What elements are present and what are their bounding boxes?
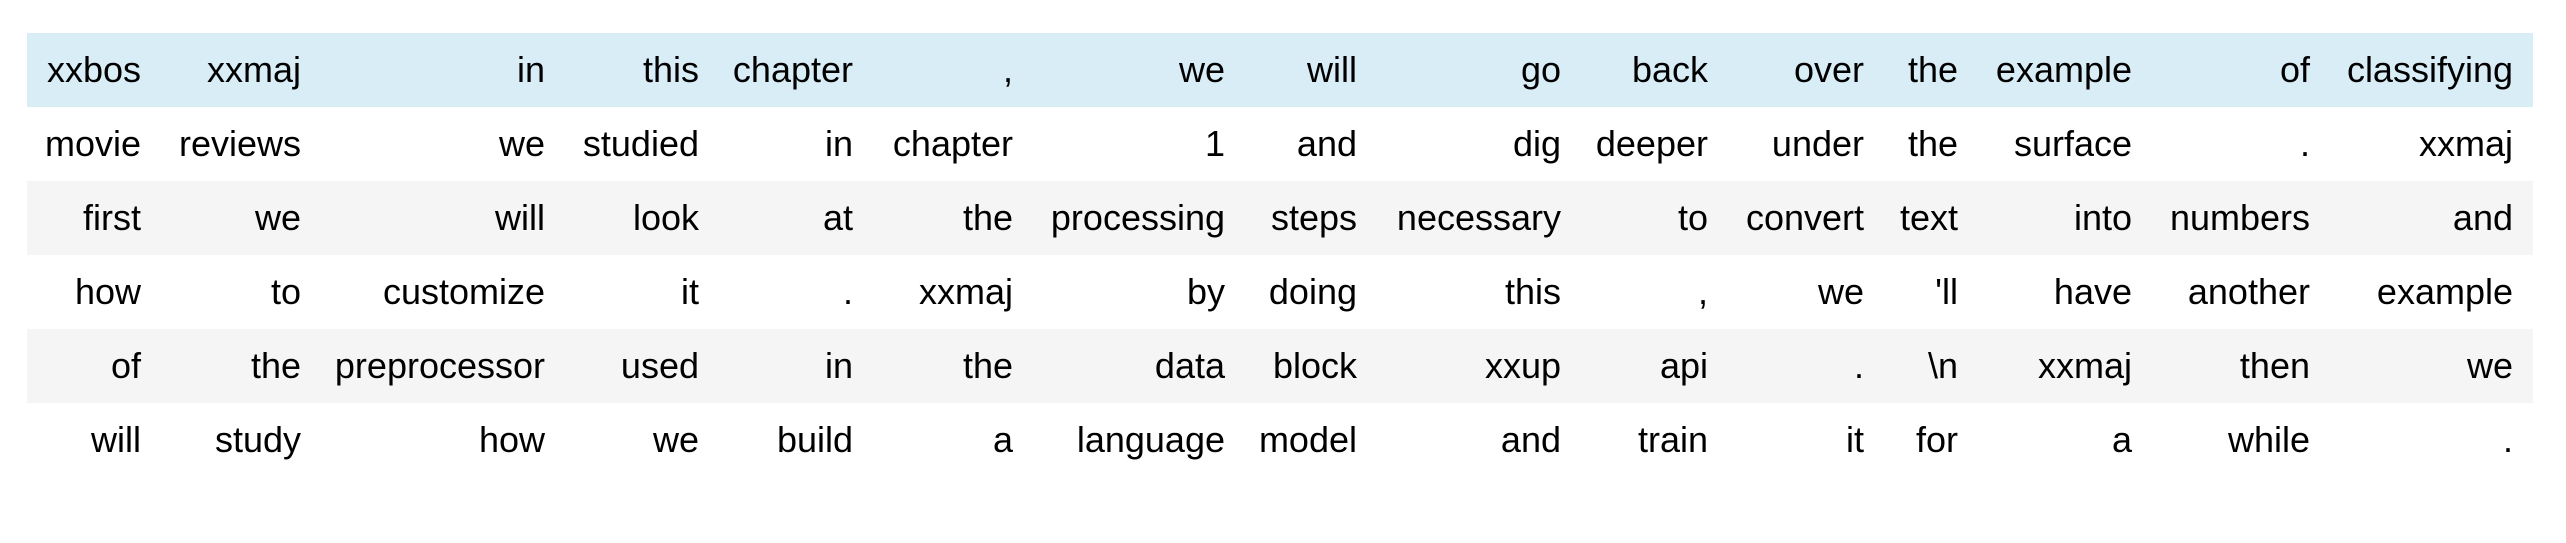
token-cell: chapter <box>732 49 853 91</box>
token-cell: example <box>2376 271 2513 313</box>
token-cell: deeper <box>1595 123 1708 165</box>
token-cell: we <box>498 123 545 165</box>
token-cell: study <box>214 419 301 461</box>
token-cell: to <box>270 271 301 313</box>
token-cell: train <box>1637 419 1708 461</box>
token-cell: we <box>1817 271 1864 313</box>
token-cell: a <box>2111 419 2132 461</box>
token-cell: build <box>776 419 853 461</box>
token-cell: api <box>1659 345 1708 387</box>
token-cell: this <box>1504 271 1561 313</box>
token-cell: xxmaj <box>206 49 301 91</box>
token-cell: \n <box>1927 345 1958 387</box>
token-cell: it <box>1846 419 1864 461</box>
token-cell: back <box>1631 49 1708 91</box>
token-cell: a <box>992 419 1013 461</box>
token-cell: example <box>1995 49 2132 91</box>
token-cell: and <box>1296 123 1357 165</box>
token-cell: have <box>2053 271 2132 313</box>
token-cell: another <box>2187 271 2310 313</box>
token-cell: the <box>962 197 1013 239</box>
token-cell: the <box>1907 49 1958 91</box>
token-cell: how <box>74 271 141 313</box>
token-cell: this <box>642 49 699 91</box>
token-cell: 1 <box>1204 123 1225 165</box>
token-cell: convert <box>1745 197 1864 239</box>
token-cell: xxbos <box>46 49 141 91</box>
token-cell: will <box>1307 49 1357 91</box>
token-cell: for <box>1915 419 1958 461</box>
table-row: xxbos xxmaj in this chapter, we will go back over… <box>27 33 2533 107</box>
token-cell: movie <box>44 123 141 165</box>
dataframe-output: xxbos xxmaj in this chapter, we will go back over… <box>27 33 2533 477</box>
token-cell: look <box>632 197 699 239</box>
table-row: first we will look at the processing steps neces… <box>27 181 2533 255</box>
token-cell: we <box>2466 345 2513 387</box>
token-cell: in <box>824 123 853 165</box>
token-cell: chapter <box>892 123 1013 165</box>
table-row: will study how we build a language model and trai… <box>27 403 2533 477</box>
token-cell: studied <box>582 123 699 165</box>
token-cell: processing <box>1050 197 1225 239</box>
token-cell: . <box>2299 123 2310 165</box>
token-cell: then <box>2239 345 2310 387</box>
token-cell: preprocessor <box>334 345 545 387</box>
token-cell: the <box>1907 123 1958 165</box>
token-cell: and <box>2452 197 2513 239</box>
token-cell: , <box>1002 49 1013 91</box>
token-cell: reviews <box>178 123 301 165</box>
token-cell: steps <box>1270 197 1357 239</box>
token-cell: the <box>250 345 301 387</box>
token-cell: language <box>1076 419 1225 461</box>
token-cell: by <box>1186 271 1225 313</box>
token-cell: under <box>1771 123 1864 165</box>
token-cell: model <box>1258 419 1357 461</box>
token-cell: . <box>1853 345 1864 387</box>
token-cell: we <box>254 197 301 239</box>
token-cell: xxmaj <box>2418 123 2513 165</box>
token-cell: to <box>1677 197 1708 239</box>
token-cell: . <box>2502 419 2513 461</box>
token-cell: will <box>495 197 545 239</box>
token-cell: , <box>1697 271 1708 313</box>
token-cell: numbers <box>2169 197 2310 239</box>
token-cell: and <box>1500 419 1561 461</box>
token-cell: of <box>110 345 141 387</box>
token-cell: in <box>824 345 853 387</box>
token-cell: how <box>478 419 545 461</box>
token-cell: xxmaj <box>2037 345 2132 387</box>
table-row: of the preprocessor used in the data block xxup a… <box>27 329 2533 403</box>
token-cell: used <box>620 345 699 387</box>
token-cell: customize <box>382 271 545 313</box>
token-cell: 'll <box>1935 271 1958 313</box>
token-cell: while <box>2227 419 2310 461</box>
token-cell: at <box>822 197 853 239</box>
token-cell: into <box>2073 197 2132 239</box>
token-cell: xxmaj <box>918 271 1013 313</box>
token-cell: necessary <box>1396 197 1561 239</box>
token-cell: classifying <box>2346 49 2513 91</box>
token-cell: go <box>1520 49 1561 91</box>
token-cell: of <box>2279 49 2310 91</box>
token-cell: in <box>516 49 545 91</box>
token-cell: block <box>1272 345 1357 387</box>
token-cell: will <box>91 419 141 461</box>
token-cell: text <box>1899 197 1958 239</box>
token-cell: the <box>962 345 1013 387</box>
token-table-body: xxbos xxmaj in this chapter, we will go back over… <box>27 33 2533 477</box>
table-row: how to customize it. xxmaj by doing this, we 'll h… <box>27 255 2533 329</box>
token-cell: we <box>652 419 699 461</box>
token-table: xxbos xxmaj in this chapter, we will go back over… <box>27 33 2533 477</box>
token-cell: surface <box>2013 123 2132 165</box>
token-cell: . <box>842 271 853 313</box>
token-cell: data <box>1154 345 1225 387</box>
token-cell: dig <box>1512 123 1561 165</box>
token-cell: xxup <box>1484 345 1561 387</box>
token-cell: we <box>1178 49 1225 91</box>
token-cell: it <box>681 271 699 313</box>
token-cell: over <box>1793 49 1864 91</box>
token-cell: doing <box>1268 271 1357 313</box>
token-cell: first <box>83 197 141 239</box>
